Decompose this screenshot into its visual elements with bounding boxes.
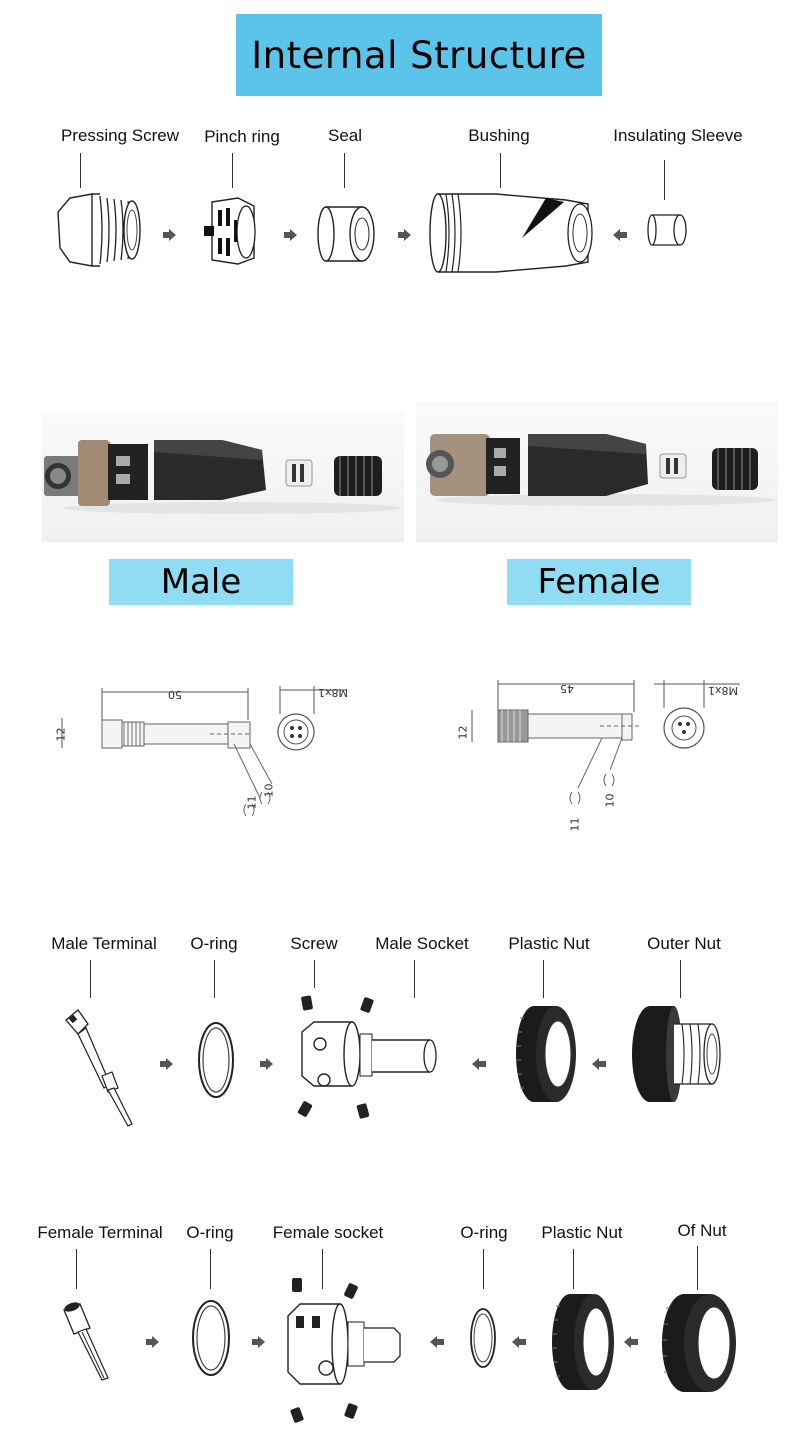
- seal-illustration: [317, 206, 375, 262]
- male-callout-11: 11: [245, 795, 259, 810]
- label-insulating-sleeve: Insulating Sleeve: [613, 126, 743, 145]
- arrow-left-icon: [592, 1058, 606, 1070]
- male-diameter-dimension: 12: [54, 727, 68, 742]
- o-ring-2-illustration: [470, 1308, 496, 1368]
- leader-line: [483, 1249, 484, 1289]
- leader-line: [573, 1249, 574, 1289]
- arrow-left-icon: [472, 1058, 486, 1070]
- female-socket-illustration: [287, 1278, 401, 1423]
- label-female-socket: Female socket: [272, 1223, 384, 1242]
- female-terminal-illustration: [63, 1302, 109, 1381]
- male-length-dimension: 50: [168, 688, 182, 701]
- label-o-ring-2: O-ring: [460, 1223, 508, 1242]
- arrow-left-icon: [512, 1336, 526, 1348]
- pinch-ring-illustration: [204, 197, 256, 265]
- label-male-socket: Male Socket: [375, 934, 469, 953]
- leader-line: [214, 960, 215, 998]
- male-callout-10: 10: [262, 783, 276, 798]
- female-label: Female: [537, 562, 661, 602]
- label-pinch-ring: Pinch ring: [204, 127, 280, 146]
- male-label: Male: [160, 562, 242, 602]
- arrow-right-icon: [163, 229, 176, 241]
- leader-line: [76, 1249, 77, 1289]
- plastic-nut-illustration: [516, 1006, 576, 1102]
- label-male-terminal: Male Terminal: [51, 934, 157, 953]
- leader-line: [322, 1249, 323, 1289]
- leader-line: [664, 160, 665, 200]
- outer-nut-illustration: [632, 1006, 721, 1102]
- leader-line: [80, 153, 81, 188]
- o-ring-illustration: [198, 1022, 234, 1098]
- leader-line: [210, 1249, 211, 1289]
- label-plastic-nut-2: Plastic Nut: [541, 1223, 623, 1242]
- female-callout-10: 10: [603, 793, 617, 808]
- label-seal: Seal: [327, 126, 363, 145]
- leader-line: [90, 960, 91, 998]
- arrow-right-icon: [398, 229, 411, 241]
- male-thread-dimension: M8x1: [318, 686, 348, 699]
- female-dimension-drawing: [471, 680, 740, 805]
- pressing-screw-illustration: [57, 193, 141, 267]
- section-title-banner: Internal Structure: [236, 14, 602, 96]
- leader-line: [697, 1246, 698, 1290]
- female-connector-parts-image: [426, 434, 776, 506]
- arrow-right-icon: [284, 229, 297, 241]
- male-socket-illustration: [297, 995, 437, 1119]
- label-plastic-nut: Plastic Nut: [508, 934, 590, 953]
- label-screw: Screw: [290, 934, 338, 953]
- section-title: Internal Structure: [251, 33, 587, 77]
- label-of-nut: Of Nut: [677, 1221, 727, 1240]
- arrow-right-icon: [252, 1336, 265, 1348]
- leader-line: [344, 153, 345, 188]
- arrow-left-icon: [613, 229, 627, 241]
- leader-line: [543, 960, 544, 998]
- male-dimension-drawing: [61, 686, 346, 817]
- arrow-left-icon: [430, 1336, 444, 1348]
- plastic-nut-2-illustration: [552, 1294, 614, 1390]
- arrow-right-icon: [146, 1336, 159, 1348]
- arrow-right-icon: [160, 1058, 173, 1070]
- label-outer-nut: Outer Nut: [647, 934, 721, 953]
- female-callout-11: 11: [568, 817, 582, 832]
- leader-line: [680, 960, 681, 998]
- female-connector-photo: [416, 402, 778, 542]
- label-o-ring: O-ring: [186, 1223, 234, 1242]
- female-label-banner: Female: [507, 559, 691, 605]
- leader-line: [314, 960, 315, 988]
- label-female-terminal: Female Terminal: [37, 1223, 163, 1242]
- leader-line: [414, 960, 415, 998]
- leader-line: [500, 153, 501, 188]
- label-o-ring: O-ring: [190, 934, 238, 953]
- insulating-sleeve-illustration: [647, 214, 687, 246]
- male-terminal-illustration: [65, 1009, 133, 1127]
- arrow-left-icon: [624, 1336, 638, 1348]
- label-bushing: Bushing: [468, 126, 530, 145]
- male-connector-photo: [42, 412, 404, 542]
- label-pressing-screw: Pressing Screw: [60, 126, 180, 145]
- o-ring-illustration: [192, 1300, 230, 1376]
- bushing-illustration: [429, 193, 593, 273]
- of-nut-illustration: [662, 1294, 736, 1392]
- arrow-right-icon: [260, 1058, 273, 1070]
- male-label-banner: Male: [109, 559, 293, 605]
- leader-line: [232, 153, 233, 188]
- female-thread-dimension: M8x1: [708, 684, 738, 697]
- female-diameter-dimension: 12: [456, 725, 470, 740]
- female-length-dimension: 45: [560, 682, 574, 695]
- male-connector-parts-image: [44, 440, 402, 514]
